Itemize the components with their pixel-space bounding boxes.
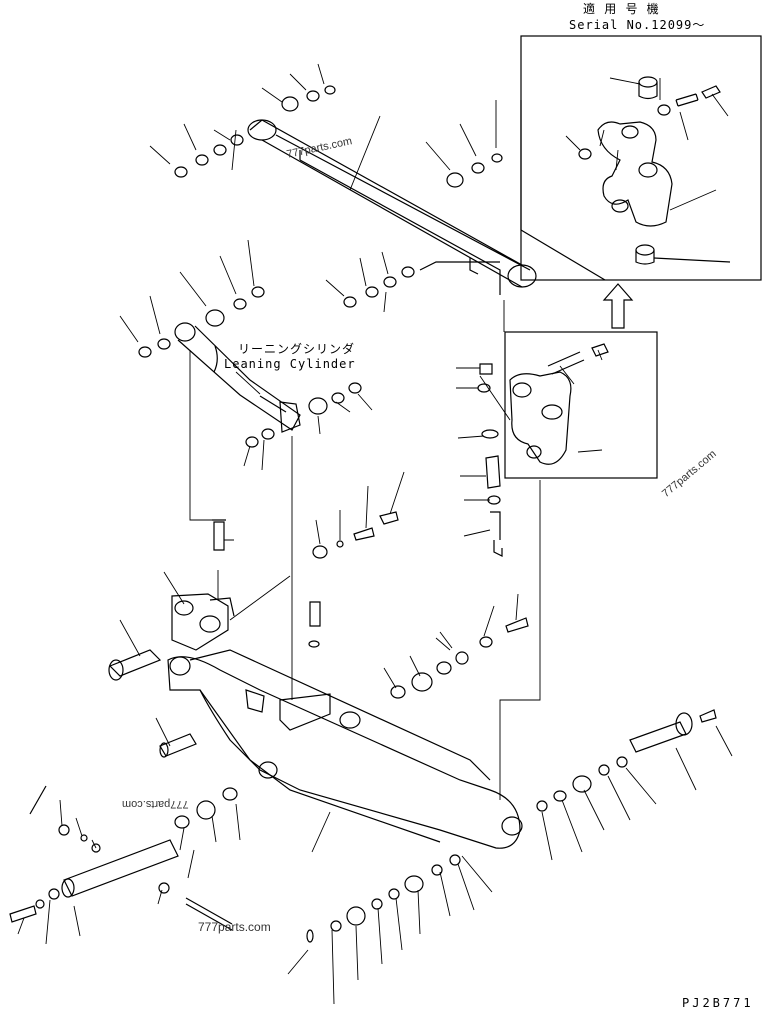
figure-code: PJ2B771 <box>682 996 754 1010</box>
leader-lines <box>17 63 733 1005</box>
leaning-cylinder-jp-label: リーニングシリンダ <box>238 342 356 356</box>
lower-frame <box>167 593 523 849</box>
leaning-cylinder-en-label: Leaning Cylinder <box>224 357 356 371</box>
inset-knuckle <box>578 76 731 265</box>
assembly-guide-lines <box>189 300 541 800</box>
knuckle-box <box>504 331 658 479</box>
serial-number-label: Serial No.12099～ <box>569 18 706 32</box>
leaning-cylinder <box>138 286 362 448</box>
watermark: 777parts.com <box>122 798 189 810</box>
arrow-up-icon <box>602 283 634 329</box>
top-hardware <box>174 85 503 308</box>
serial-inset-box <box>520 35 762 281</box>
pins-and-bolts <box>9 511 717 943</box>
applicable-model-label: 適 用 号 機 <box>583 2 660 16</box>
knuckle-bracket <box>477 343 609 557</box>
watermark: 777parts.com <box>198 920 271 934</box>
upper-link-bar <box>247 119 537 295</box>
